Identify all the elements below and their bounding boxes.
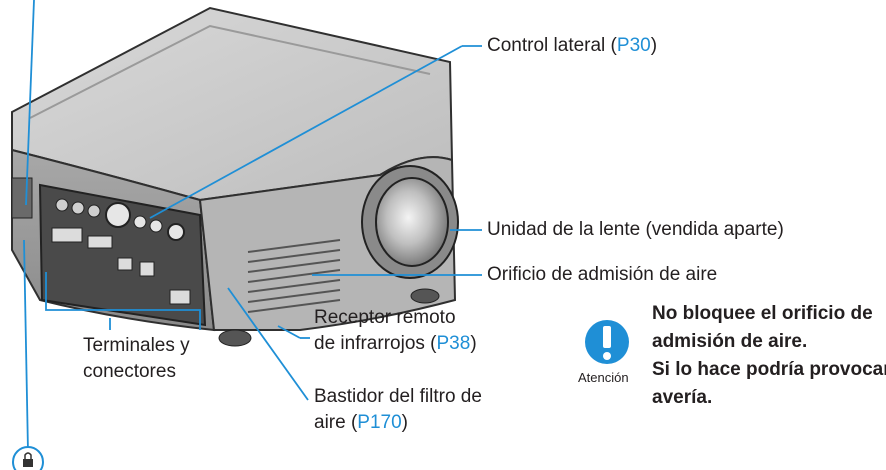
projector-foot [218, 329, 252, 347]
serial-port [169, 289, 191, 305]
dvi-port [51, 227, 83, 243]
connector-port [71, 201, 85, 215]
vga-port [87, 235, 113, 249]
leader-lines [23, 0, 482, 453]
lock-icon-body [23, 459, 33, 467]
ref-p170[interactable]: P170 [357, 412, 402, 433]
connector-port [87, 204, 101, 218]
warning-icon-mark [603, 326, 611, 348]
ref-p30[interactable]: P30 [616, 35, 651, 56]
label-filter-frame: Bastidor del filtro de aire (P170) [314, 386, 482, 433]
side-control-button [167, 223, 185, 241]
warning-icon-dot [603, 352, 611, 360]
lens-unit [375, 177, 449, 267]
ref-p38[interactable]: P38 [436, 333, 471, 354]
side-control-button [149, 219, 163, 233]
power-inlet [11, 177, 33, 219]
lock-icon [12, 446, 44, 470]
air-intake-grille [247, 239, 341, 313]
lan-port [139, 261, 155, 277]
side-control-dpad [105, 202, 131, 228]
warning-text: No bloquee el orificio de admisión de ai… [652, 303, 886, 408]
connector-panel [38, 183, 207, 327]
hdmi-port [117, 257, 133, 271]
connector-port [55, 198, 69, 212]
warning-caption: Atención [578, 370, 629, 385]
label-ir-receiver: Receptor remoto de infrarrojos (P38) [314, 307, 477, 354]
label-air-intake: Orificio de admisión de aire [487, 264, 718, 285]
top-cover-groove [29, 24, 431, 119]
lock-icon-shackle [24, 452, 32, 459]
side-control-button [133, 215, 147, 229]
projector-foot [410, 288, 440, 304]
label-side-control: Control lateral (P30) [487, 35, 658, 56]
label-lens-unit: Unidad de la lente (vendida aparte) [487, 219, 784, 240]
label-terminals: Terminales y conectores [83, 335, 190, 382]
